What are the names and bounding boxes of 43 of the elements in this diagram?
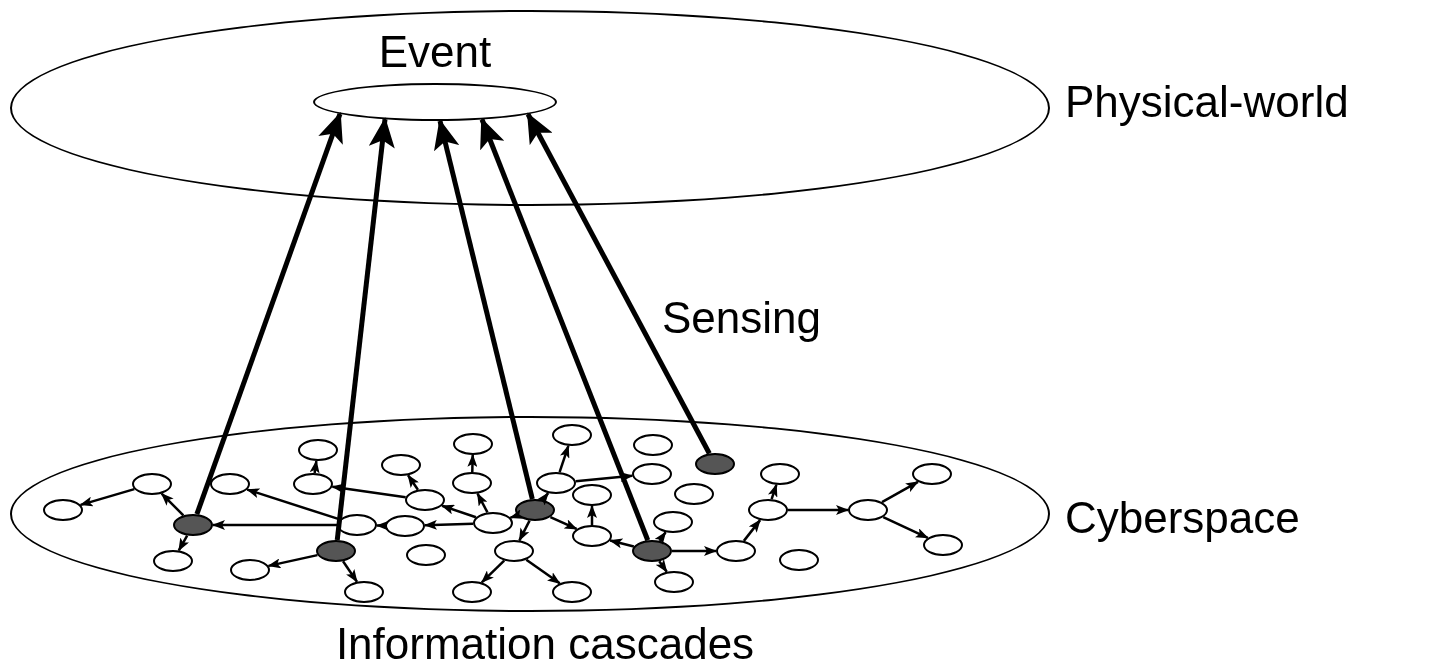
arrow — [407, 474, 419, 491]
arrow — [672, 546, 717, 556]
arrow — [525, 558, 561, 585]
arrow — [575, 472, 634, 483]
arrow — [177, 534, 190, 552]
arrow — [509, 509, 524, 519]
arrow — [476, 492, 489, 513]
arrow — [423, 519, 474, 530]
arrow — [267, 553, 318, 569]
arrow — [79, 487, 135, 507]
arrow — [309, 459, 320, 474]
arrow — [767, 483, 778, 500]
arrow — [536, 492, 550, 506]
label: Sensing — [662, 292, 821, 344]
thick-arrow — [334, 117, 395, 541]
arrow — [246, 488, 341, 521]
arrow — [558, 444, 570, 473]
arrow — [587, 505, 597, 525]
arrow — [331, 483, 406, 499]
thick-arrow — [434, 119, 535, 500]
arrow — [609, 538, 635, 549]
arrow — [654, 531, 667, 545]
arrow — [549, 515, 578, 531]
arrow — [788, 505, 849, 515]
arrow — [881, 480, 919, 504]
thick-arrow — [194, 112, 343, 516]
arrow — [742, 519, 762, 542]
node-label: Information cascades — [334, 618, 756, 670]
thick-arrow — [479, 117, 651, 542]
arrow — [467, 454, 478, 473]
node-label: Physical-world — [1065, 76, 1350, 128]
arrow — [160, 492, 185, 517]
arrow — [441, 504, 477, 519]
arrow — [655, 559, 668, 573]
arrow — [212, 520, 337, 530]
node-label: Cyberspace — [1065, 492, 1301, 544]
node-label: Event — [377, 26, 493, 78]
arrow — [882, 516, 929, 539]
arrow — [518, 520, 531, 542]
arrow — [480, 559, 506, 584]
thick-arrow — [525, 112, 712, 455]
arrow — [376, 520, 390, 531]
arrow — [342, 560, 358, 583]
